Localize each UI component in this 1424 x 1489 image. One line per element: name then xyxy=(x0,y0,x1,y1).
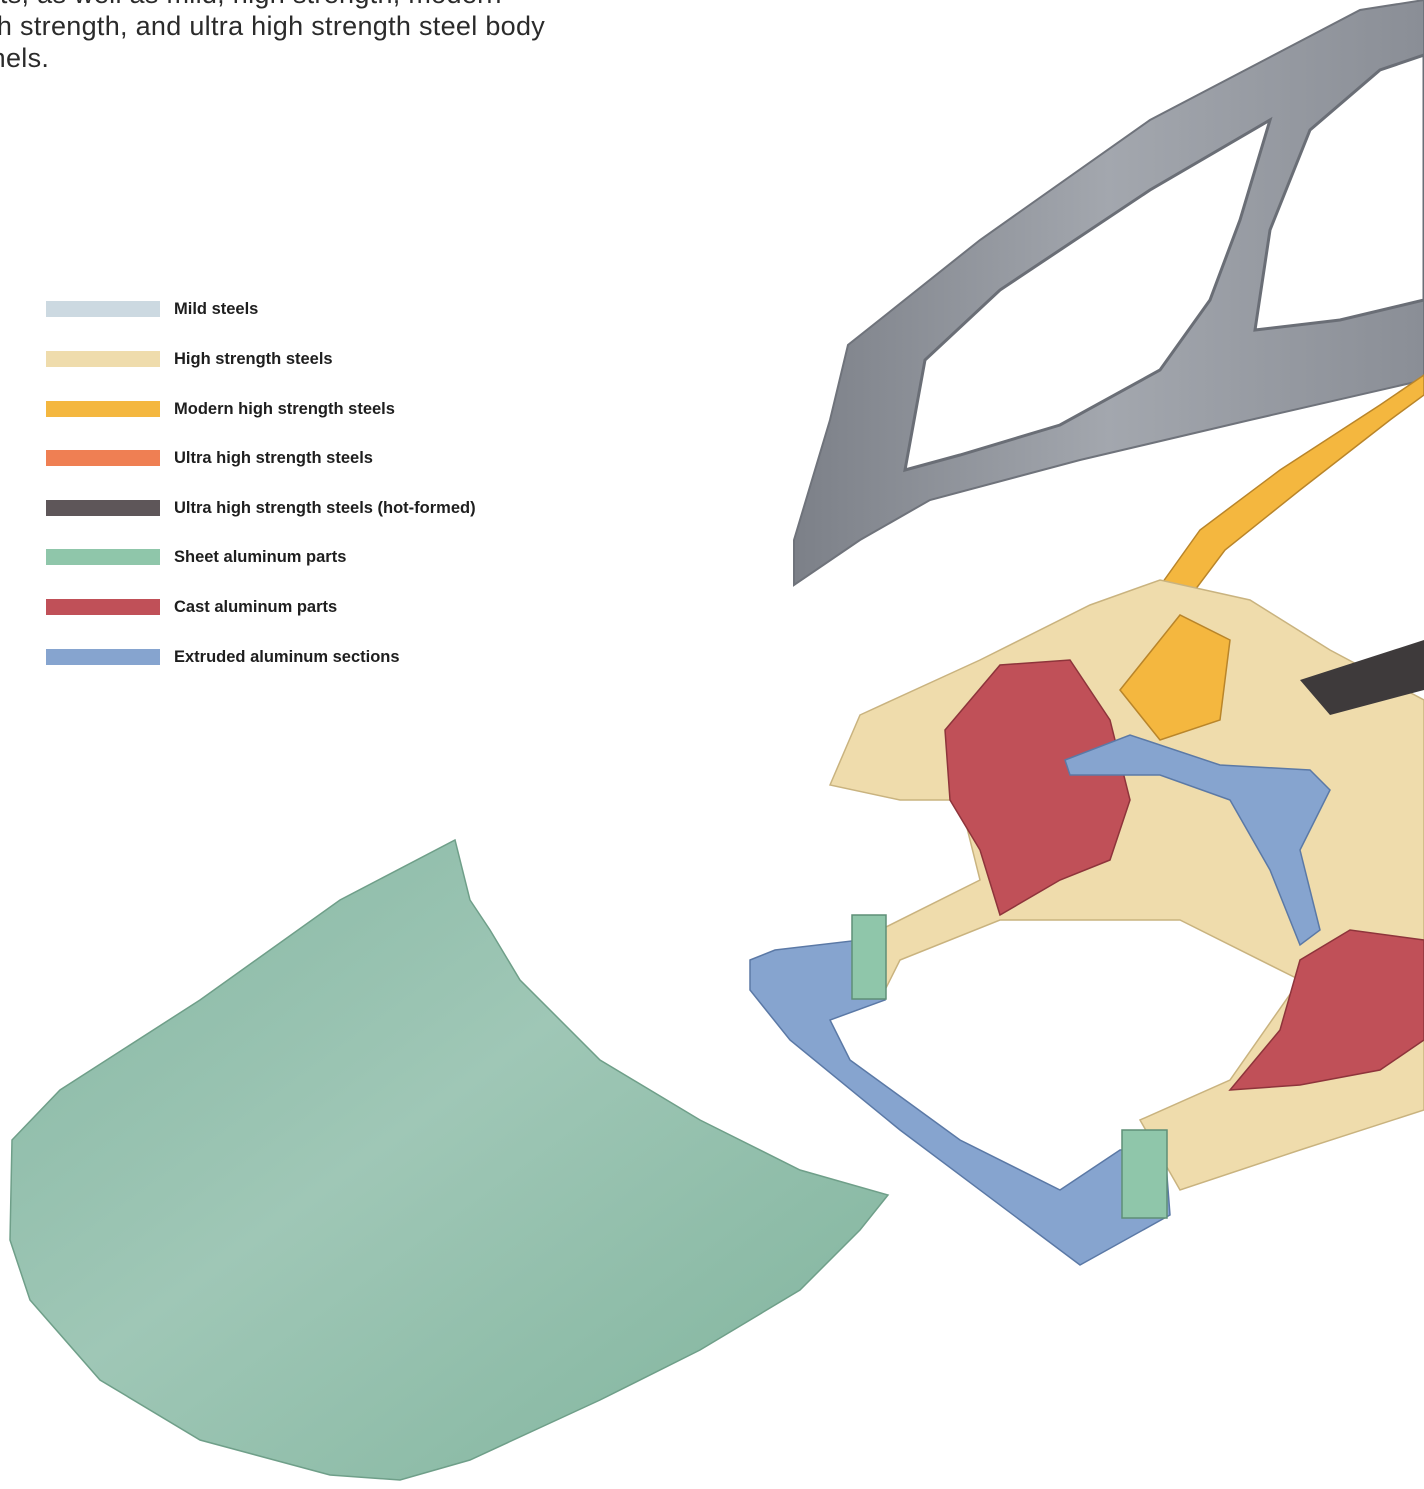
side-frame xyxy=(794,0,1424,585)
front-structure xyxy=(830,580,1424,1190)
hood xyxy=(10,840,888,1480)
